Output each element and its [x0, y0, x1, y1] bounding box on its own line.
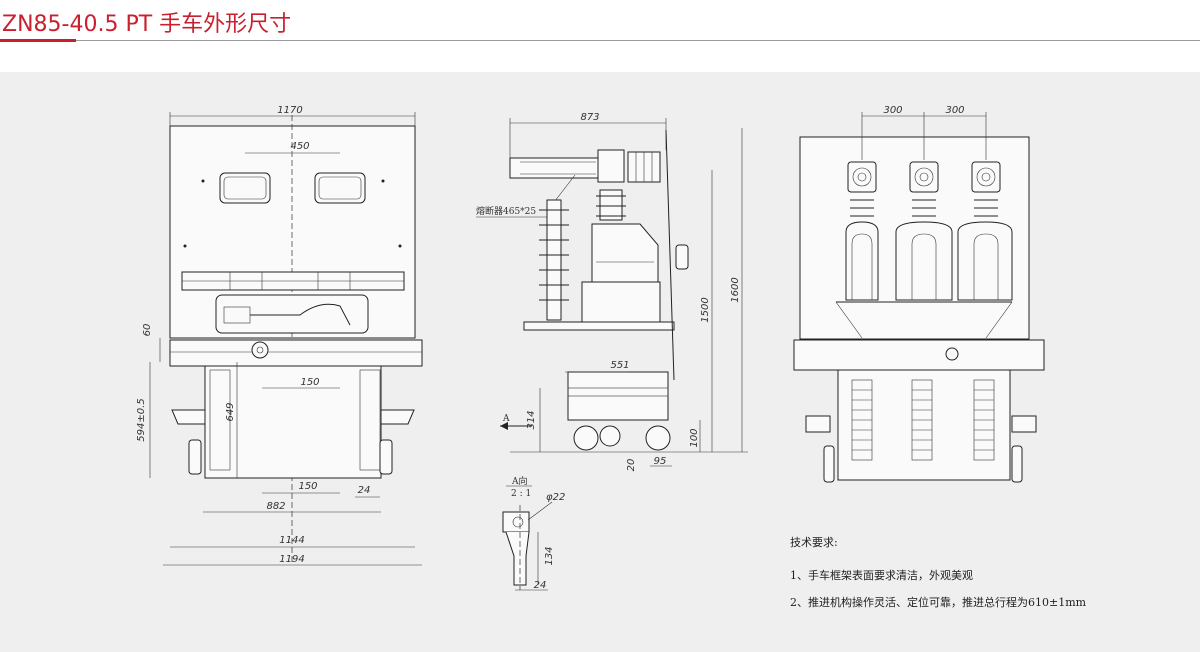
pt-body [591, 223, 659, 283]
vent-3 [973, 379, 995, 461]
surge-arrester [546, 199, 562, 321]
dim-1500: 1500 [700, 297, 711, 322]
note-item-1: 1、手车框架表面要求清洁，外观美观 [790, 568, 973, 582]
rear-wheel-left [823, 445, 835, 483]
dim-1194: 1194 [279, 554, 304, 565]
dim-60: 60 [142, 324, 153, 337]
rear-wheel-right [1011, 445, 1023, 483]
page-header: ZN85-40.5 PT 手车外形尺寸 [0, 0, 1200, 44]
title-accent-bar [0, 39, 76, 42]
dim-450: 450 [290, 141, 309, 152]
dim-24: 24 [358, 485, 371, 496]
vent-1 [851, 379, 873, 461]
dim-551: 551 [610, 360, 629, 371]
dim-649: 649 [225, 402, 236, 421]
dim-phi22: φ22 [546, 492, 565, 503]
insulator-stack [596, 189, 626, 221]
dim-150-lower: 150 [298, 481, 317, 492]
side-wheel-2 [645, 425, 671, 451]
rear-beam [793, 339, 1045, 371]
fuse-barrel [509, 157, 603, 179]
interlock-frame [215, 294, 369, 334]
dim-100: 100 [689, 428, 700, 447]
pole-2 [895, 161, 953, 301]
front-lower-frame [204, 365, 382, 479]
page-title: ZN85-40.5 PT 手车外形尺寸 [2, 12, 292, 37]
front-window-right [314, 172, 366, 204]
pole-1 [845, 161, 879, 301]
dim-20: 20 [626, 459, 637, 472]
front-wheel-left [188, 439, 202, 475]
side-view: 873 熔断器465*25 551 [476, 112, 748, 471]
dim-882: 882 [266, 501, 285, 512]
front-beam [169, 339, 423, 367]
dim-594: 594±0.5 [136, 398, 147, 441]
technical-notes: 技术要求: 1、手车框架表面要求清洁，外观美观 2、推进机构操作灵活、定位可靠，… [790, 536, 1087, 609]
dim-150-upper: 150 [300, 377, 319, 388]
dim-300-right: 300 [945, 105, 964, 116]
detail-scale: 2 : 1 [511, 489, 531, 499]
dim-1600: 1600 [730, 277, 741, 302]
rear-view: 300 300 [793, 105, 1045, 483]
side-wheel-1 [573, 425, 599, 451]
dim-300-left: 300 [883, 105, 902, 116]
detail-title: A向 [511, 475, 528, 487]
dim-1144: 1144 [279, 535, 304, 546]
dim-873: 873 [580, 112, 599, 123]
detail-view-a: A向 2 : 1 φ22 134 24 [502, 475, 565, 591]
note-item-2: 2、推进机构操作灵活、定位可靠，推进总行程为610±1mm [790, 595, 1087, 609]
front-wheel-right [379, 439, 393, 475]
vent-2 [911, 379, 933, 461]
front-window-left [219, 172, 271, 204]
pole-3 [957, 161, 1013, 301]
dim-134: 134 [544, 546, 555, 565]
dim-1170: 1170 [277, 105, 302, 116]
front-view: 1170 450 60 594±0.5 649 150 150 24 882 1… [136, 105, 423, 566]
dim-95: 95 [654, 456, 667, 467]
title-divider [0, 40, 1200, 41]
rear-lower-box [837, 369, 1011, 481]
fuse-label: 熔断器465*25 [476, 205, 536, 217]
dim-24-detail: 24 [534, 580, 547, 591]
view-arrow-label: A [502, 414, 510, 424]
dim-314: 314 [526, 410, 537, 429]
notes-heading: 技术要求: [790, 536, 838, 549]
